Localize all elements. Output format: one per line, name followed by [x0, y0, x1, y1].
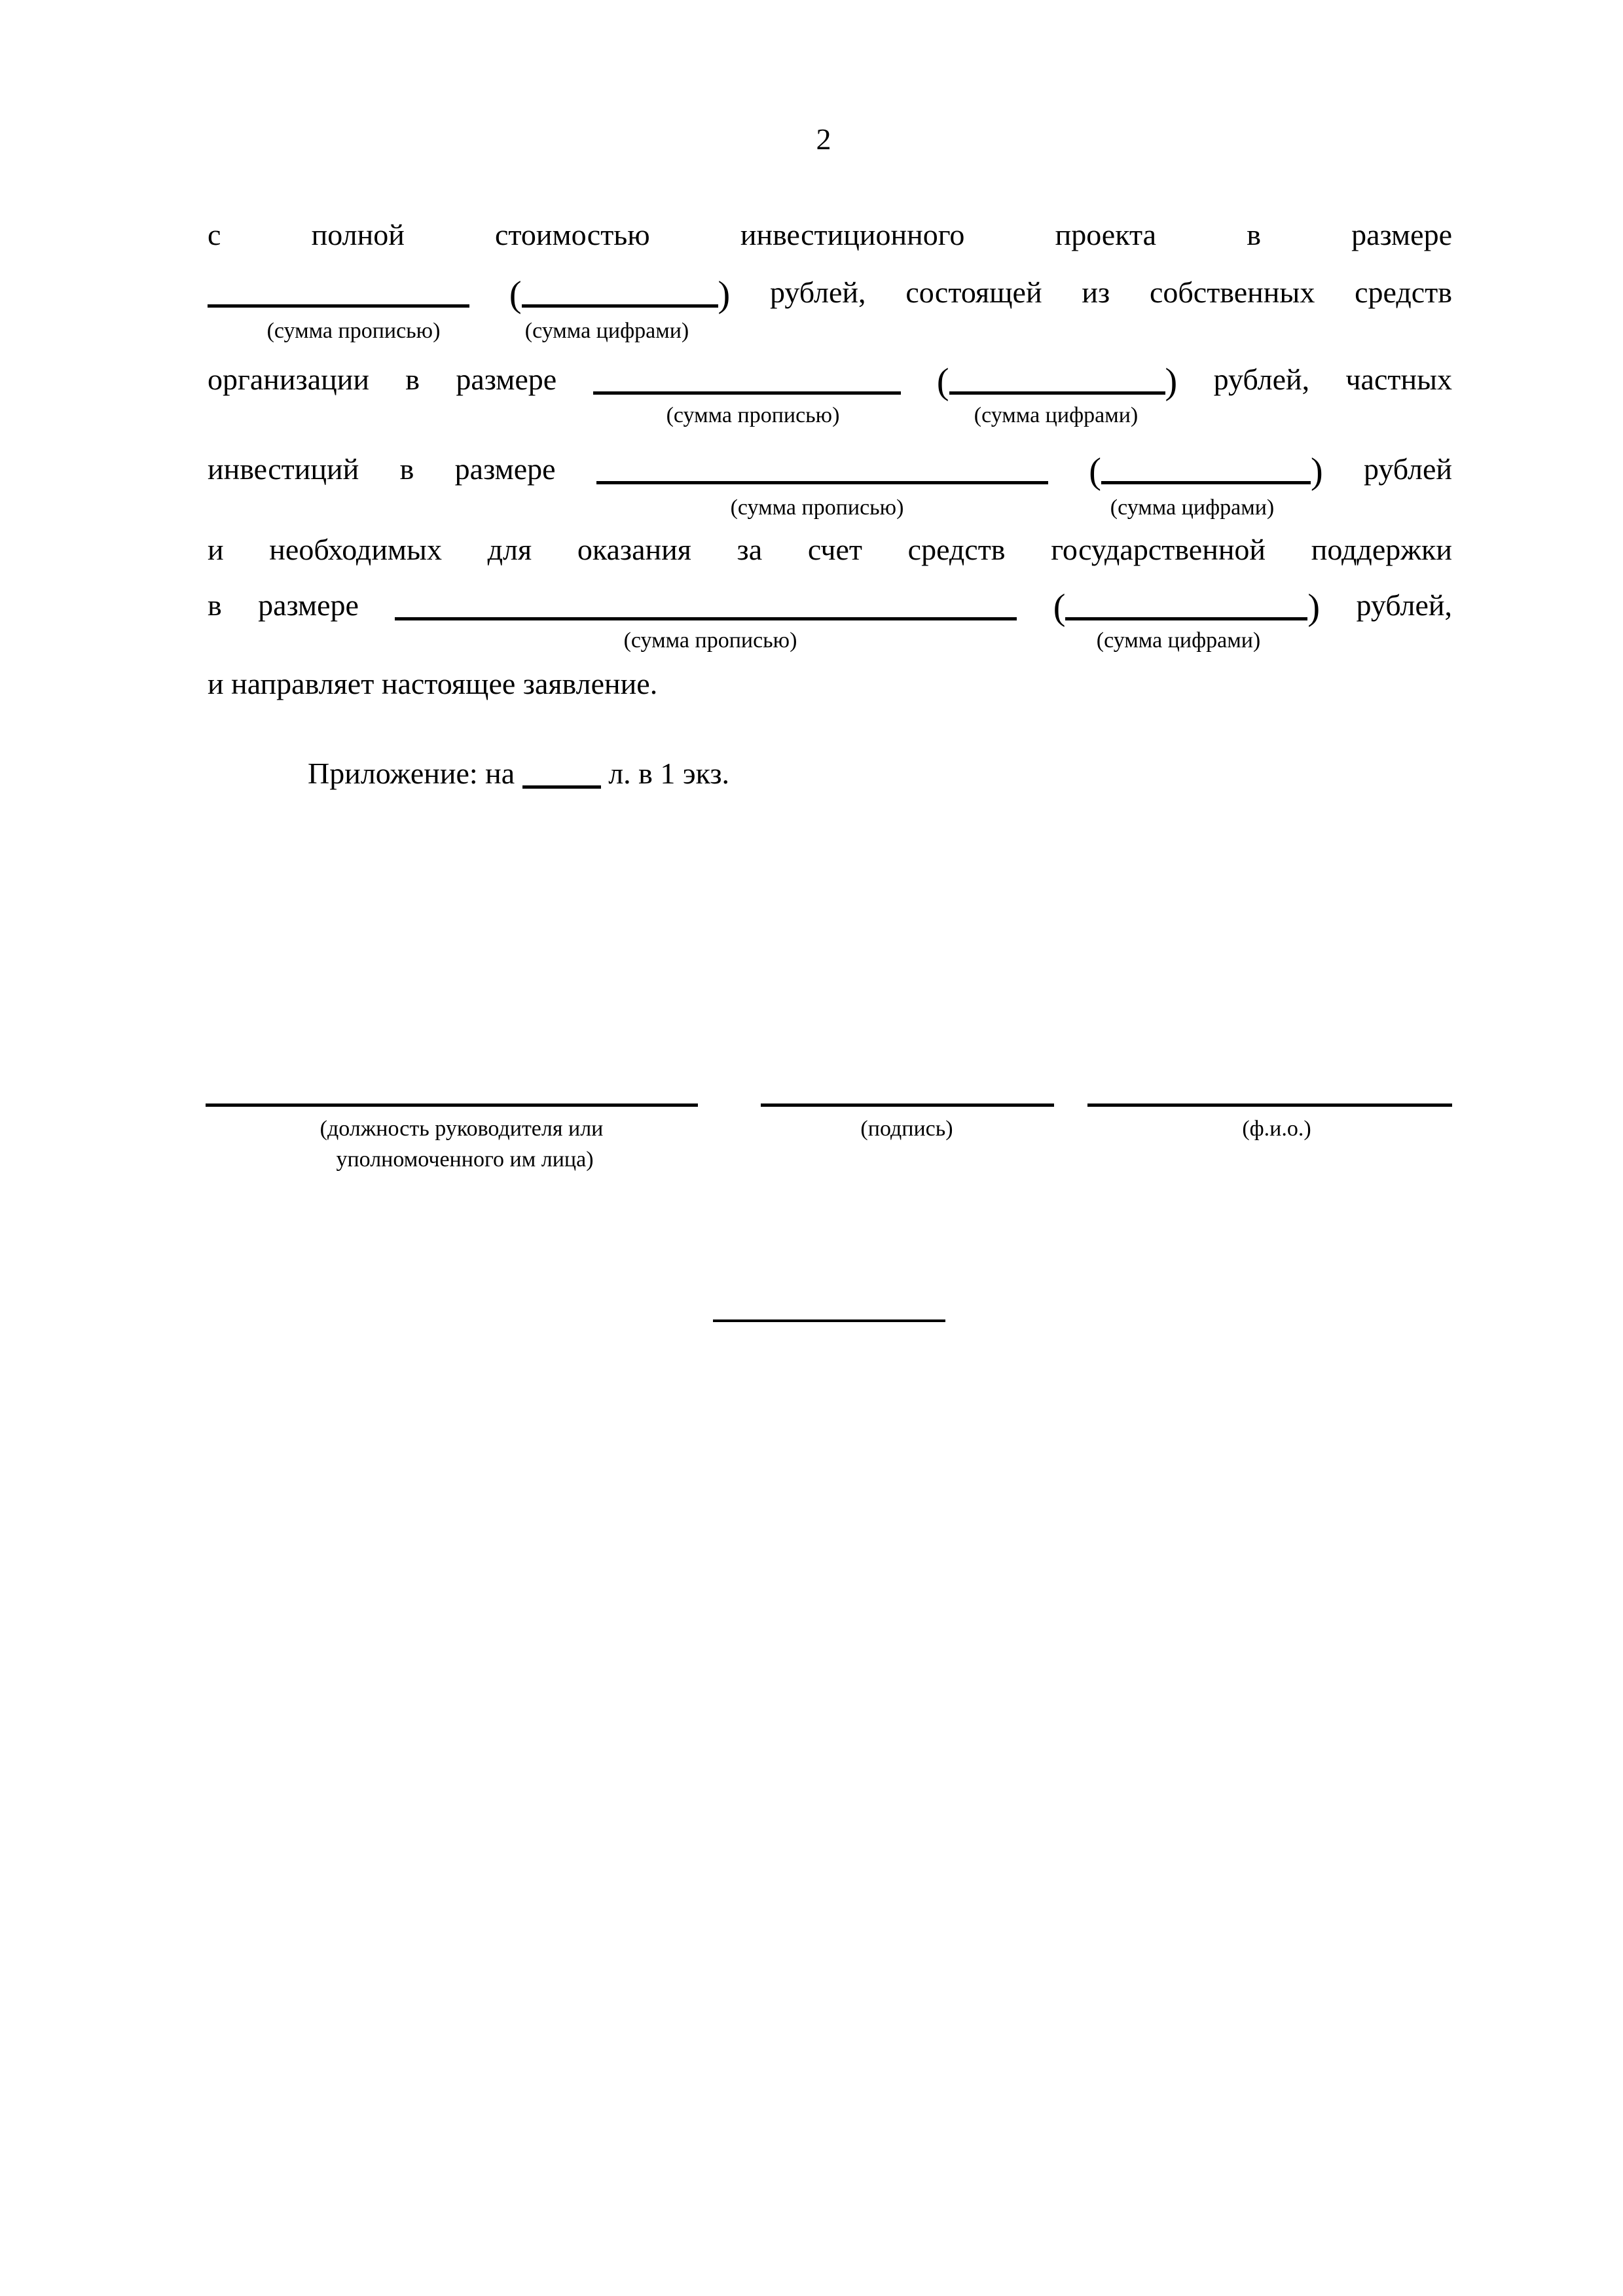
body-line-4-head: инвестиций в размере: [208, 452, 556, 486]
fill-blank-sum-digits-2: [949, 369, 1165, 395]
close-paren: ): [1307, 587, 1321, 628]
fill-blank-sum-digits-1: [521, 282, 718, 308]
close-paren: ): [1310, 451, 1323, 492]
fill-blank-sum-words-2: [593, 369, 901, 395]
fill-blank-sum-words-3: [596, 459, 1048, 484]
body-line-1: с полной стоимостью инвестиционного прое…: [208, 218, 1452, 251]
body-line-6-head: в размере: [208, 588, 359, 622]
fill-blank-attachment-pages: [522, 763, 601, 789]
body-line-3-tail: рублей, частных: [1213, 363, 1453, 396]
body-line-3: организации в размере () рублей, частных: [208, 362, 1453, 400]
fill-blank-sum-words-1: [208, 282, 469, 308]
fill-blank-sum-digits-4: [1065, 595, 1308, 620]
sum-words-label-2: (сумма прописью): [666, 403, 840, 427]
open-paren: (: [509, 274, 522, 315]
sum-words-label-1: (сумма прописью): [266, 319, 441, 343]
name-label: (ф.и.о.): [1242, 1117, 1311, 1141]
sum-digits-label-2: (сумма цифрами): [974, 403, 1139, 427]
attachment-prefix: Приложение: на: [308, 757, 515, 790]
page-number: 2: [816, 122, 831, 156]
signature-line-position: [206, 1103, 698, 1107]
close-paren: ): [1165, 361, 1178, 402]
close-paren: ): [718, 274, 731, 315]
open-paren: (: [1089, 451, 1101, 492]
fill-blank-sum-digits-3: [1101, 459, 1311, 484]
attachment-line: Приложение: на л. в 1 экз.: [308, 756, 729, 791]
sign-label: (подпись): [860, 1117, 953, 1141]
open-paren: (: [1053, 587, 1066, 628]
body-line-3-head: организации в размере: [208, 363, 557, 396]
position-label-line2: уполномоченного им лица): [336, 1147, 594, 1172]
body-line-6: в размере () рублей,: [208, 588, 1453, 626]
body-line-2-tail: рублей, состоящей из собственных средств: [770, 276, 1452, 309]
attachment-suffix: л. в 1 экз.: [608, 757, 730, 790]
fill-blank-sum-words-4: [395, 595, 1017, 620]
body-line-2: () рублей, состоящей из собственных сред…: [208, 275, 1452, 313]
sum-digits-label-1: (сумма цифрами): [524, 319, 689, 343]
sum-words-label-4: (сумма прописью): [623, 628, 797, 653]
body-line-6-tail: рублей,: [1356, 588, 1453, 622]
body-line-4-tail: рублей: [1363, 452, 1453, 486]
sum-words-label-3: (сумма прописью): [730, 495, 904, 520]
signature-line-sign: [761, 1103, 1054, 1107]
sum-digits-label-3: (сумма цифрами): [1110, 495, 1275, 520]
open-paren: (: [936, 361, 949, 402]
body-line-5: и необходимых для оказания за счет средс…: [208, 533, 1452, 566]
body-line-4: инвестиций в размере () рублей: [208, 452, 1453, 490]
position-label-line1: (должность руководителя или: [319, 1117, 604, 1141]
separator-line: [713, 1319, 945, 1322]
sum-digits-label-4: (сумма цифрами): [1096, 628, 1261, 653]
signature-line-name: [1087, 1103, 1452, 1107]
body-line-7: и направляет настоящее заявление.: [208, 667, 658, 700]
